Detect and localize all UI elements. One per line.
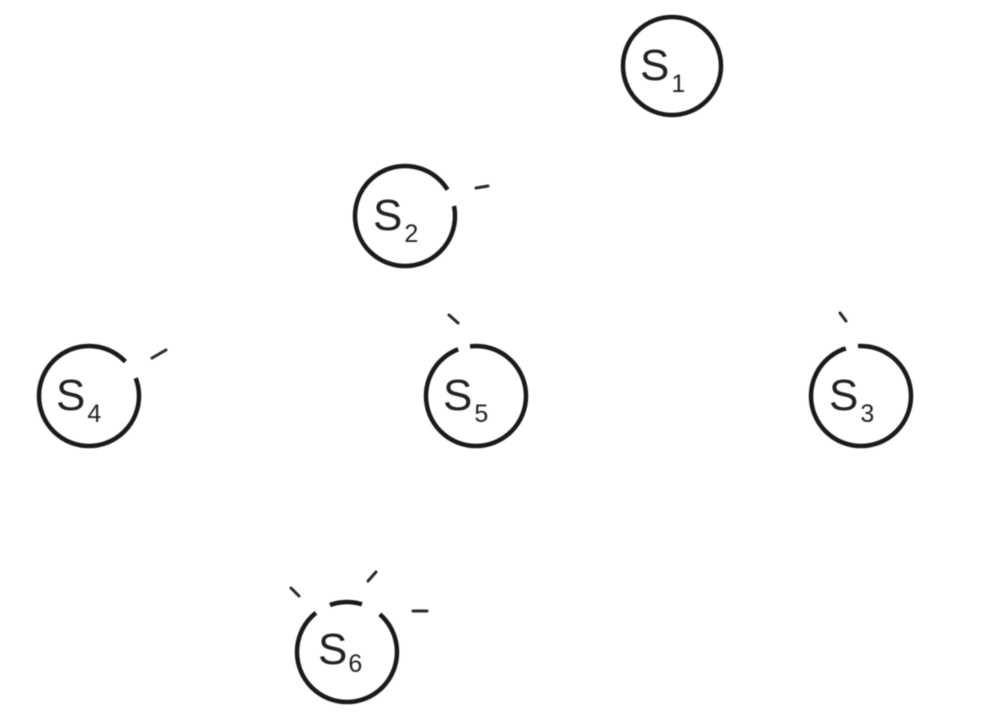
node-s4[interactable]: S4: [36, 343, 168, 449]
node-s4-tick-mark: [150, 348, 168, 360]
node-s5-gap: [456, 342, 471, 353]
node-s3-tick-mark: [838, 311, 848, 323]
node-s2-gap: [443, 187, 458, 208]
node-s3-gap: [844, 342, 859, 353]
node-s2-tick-mark: [474, 184, 490, 190]
node-s6-gap-left: [313, 601, 332, 617]
node-s1-letter: S: [640, 41, 669, 90]
node-s5[interactable]: S5: [423, 313, 529, 449]
node-s4-label: S4: [56, 371, 101, 428]
node-s6-tick-mark-middle: [366, 570, 378, 583]
node-s4-subscript: 4: [87, 400, 101, 428]
node-s3-letter: S: [829, 371, 858, 420]
node-s1-label: S1: [640, 41, 685, 98]
node-s6-letter: S: [318, 625, 347, 674]
node-s4-letter: S: [56, 371, 85, 420]
node-s3-label: S3: [829, 371, 874, 428]
node-s5-subscript: 5: [474, 400, 488, 428]
node-s6-subscript: 6: [348, 650, 362, 678]
node-s2-circle: [352, 163, 458, 269]
node-s5-tick-mark: [447, 313, 460, 325]
node-s2-letter: S: [373, 191, 402, 240]
node-s6-circle: [294, 599, 400, 705]
node-s3[interactable]: S3: [808, 311, 914, 449]
node-s6-label: S6: [318, 625, 362, 678]
node-s1-subscript: 1: [671, 70, 685, 98]
node-s6[interactable]: S6: [289, 570, 429, 705]
node-s5-letter: S: [443, 371, 472, 420]
node-s6-tick-mark-left: [289, 586, 301, 598]
node-s2-label: S2: [373, 191, 418, 248]
node-s1[interactable]: S1: [620, 14, 724, 118]
node-s5-label: S5: [443, 371, 488, 428]
node-s2[interactable]: S2: [352, 163, 490, 269]
node-s4-circle: [36, 343, 142, 449]
node-s3-subscript: 3: [860, 400, 874, 428]
node-s2-subscript: 2: [404, 220, 418, 248]
node-s3-circle: [808, 343, 914, 449]
node-s4-gap: [122, 359, 140, 380]
node-s1-circle: [620, 14, 724, 118]
node-s5-circle: [423, 343, 529, 449]
node-s6-gap-right: [360, 600, 383, 618]
